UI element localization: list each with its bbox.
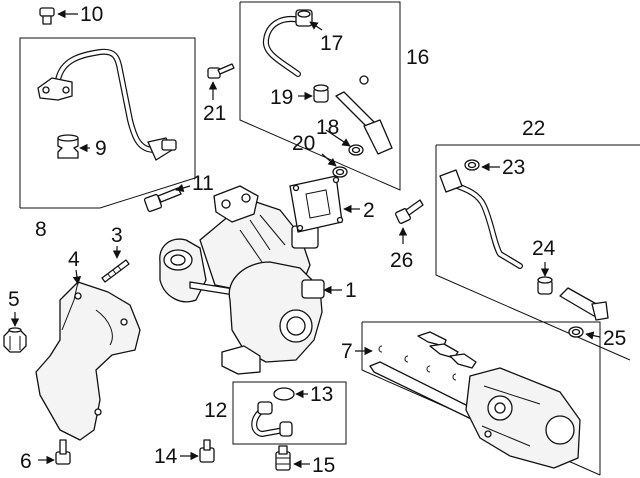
callout-labels: 10 9 8 11 21 3 4 5 6 14 15 12 13 1 2 7 1… bbox=[8, 3, 626, 477]
callout-22: 22 bbox=[522, 117, 545, 140]
callout-25: 25 bbox=[603, 327, 626, 350]
callout-9: 9 bbox=[95, 137, 107, 160]
callout-24: 24 bbox=[532, 237, 556, 260]
group-box-12 bbox=[232, 381, 347, 445]
callout-2: 2 bbox=[363, 199, 375, 222]
part-23-o-ring bbox=[464, 159, 480, 171]
coolant-fitting bbox=[559, 287, 609, 321]
part-20-o-ring bbox=[332, 166, 348, 178]
callout-4: 4 bbox=[68, 248, 80, 271]
callout-6: 6 bbox=[20, 450, 32, 473]
group-box-16 bbox=[239, 1, 401, 191]
part-15-fitting bbox=[275, 445, 291, 471]
part-1-turbocharger bbox=[159, 185, 325, 375]
callout-14: 14 bbox=[154, 445, 178, 468]
part-13-o-ring bbox=[273, 387, 295, 401]
callout-17: 17 bbox=[320, 32, 343, 55]
callout-26: 26 bbox=[390, 249, 413, 272]
part-18-o-ring bbox=[348, 144, 364, 156]
callout-8: 8 bbox=[35, 218, 47, 241]
part-12-hose bbox=[251, 401, 293, 437]
part-10-bolt bbox=[39, 7, 55, 25]
callout-16: 16 bbox=[406, 46, 429, 69]
part-24-grommet bbox=[537, 276, 553, 295]
callout-12: 12 bbox=[204, 399, 227, 422]
part-2-gasket bbox=[289, 175, 344, 233]
callout-21: 21 bbox=[203, 102, 226, 125]
part-14-bolt bbox=[199, 439, 215, 463]
part-9-grommet bbox=[57, 134, 79, 159]
part-6-bolt bbox=[55, 439, 71, 465]
oil-return-tube bbox=[335, 75, 393, 155]
part-25-o-ring bbox=[568, 326, 584, 338]
part-5-nut bbox=[3, 327, 27, 353]
callout-13: 13 bbox=[310, 383, 333, 406]
callout-1: 1 bbox=[345, 279, 357, 302]
callout-5: 5 bbox=[8, 288, 20, 311]
callout-18: 18 bbox=[316, 116, 339, 139]
part-19-grommet bbox=[313, 84, 329, 103]
callout-20: 20 bbox=[292, 132, 315, 155]
part-4-heat-shield bbox=[35, 281, 141, 441]
callout-19: 19 bbox=[270, 86, 293, 109]
oil-feed-pipe bbox=[37, 48, 177, 161]
callout-3: 3 bbox=[111, 224, 123, 247]
callout-15: 15 bbox=[312, 454, 335, 477]
part-3-stud bbox=[101, 259, 130, 283]
callout-7: 7 bbox=[341, 340, 353, 363]
callout-23: 23 bbox=[502, 156, 525, 179]
part-7-actuator-kit bbox=[369, 331, 581, 469]
group-box-22 bbox=[435, 144, 640, 361]
callout-10: 10 bbox=[80, 3, 103, 26]
callout-11: 11 bbox=[192, 172, 214, 195]
group-box-8 bbox=[19, 37, 196, 209]
coolant-pipe bbox=[439, 169, 523, 269]
part-26-bolt bbox=[395, 199, 424, 224]
oil-return-hose bbox=[262, 16, 303, 77]
part-11-bolt bbox=[143, 187, 182, 213]
part-21-bolt bbox=[207, 63, 235, 79]
part-17-clamp bbox=[295, 9, 313, 27]
